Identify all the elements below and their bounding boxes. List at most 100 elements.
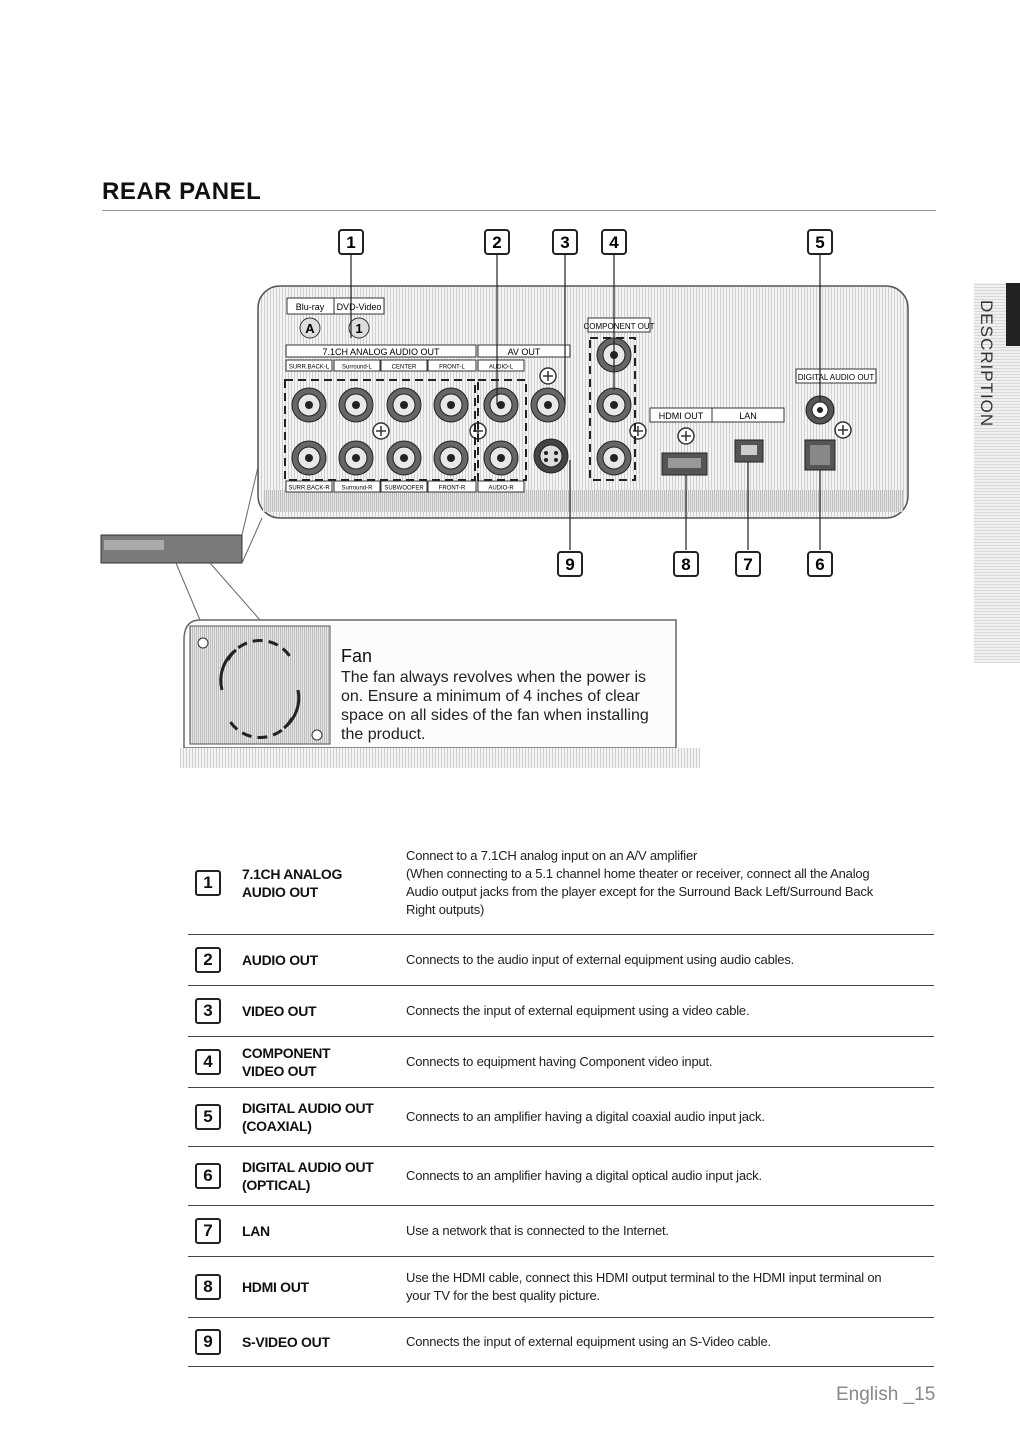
row-term: DIGITAL AUDIO OUT(OPTICAL) (242, 1158, 374, 1194)
page-title: REAR PANEL (102, 178, 262, 205)
analog-labels: 7.1CH ANALOG AUDIO OUT AV OUT SURR.BACK-… (285, 344, 571, 493)
jack-label-bottom: AUDIO-R (488, 486, 514, 492)
callout-box (338, 229, 364, 255)
rca-jack-pin (544, 401, 552, 409)
row-term-line: AUDIO OUT (242, 952, 318, 968)
row-description-line: Connects to an amplifier having a digita… (406, 1109, 765, 1124)
row-description-line: your TV for the best quality picture. (406, 1288, 600, 1303)
row-description: Connects to an amplifier having a digita… (406, 1167, 926, 1185)
row-description-line: Connect to a 7.1CH analog input on an A/… (406, 848, 698, 863)
row-number: 7 (195, 1218, 221, 1244)
row-term-line: HDMI OUT (242, 1279, 309, 1295)
rca-jack-pin (447, 401, 455, 409)
row-term-line: LAN (242, 1223, 270, 1239)
callout-number: 5 (815, 233, 824, 252)
row-description: Connects to an amplifier having a digita… (406, 1108, 926, 1126)
rca-jack-pin (610, 454, 618, 462)
row-term-line: DIGITAL AUDIO OUT (242, 1159, 374, 1175)
panel-label-hdmi: HDMI OUT (659, 411, 704, 421)
callout-number: 7 (743, 555, 752, 574)
row-description-line: Audio output jacks from the player excep… (406, 884, 874, 899)
rca-jack-pin (352, 454, 360, 462)
row-number: 4 (195, 1049, 221, 1075)
row-description-line: Connects to the audio input of external … (406, 952, 795, 967)
row-description: Use a network that is connected to the I… (406, 1222, 926, 1240)
jack-label-top: SURR.BACK-L (289, 365, 330, 371)
rca-jack-pin (400, 401, 408, 409)
row-number: 8 (195, 1274, 221, 1300)
row-description: Connects to the audio input of external … (406, 951, 926, 969)
row-term-line: (COAXIAL) (242, 1118, 312, 1134)
jack-label-top: FRONT-L (439, 365, 465, 371)
panel-label-dvd: DVD-Video (337, 302, 382, 312)
rca-jack-pin (497, 401, 505, 409)
ground-symbols (372, 367, 852, 445)
callout-box (735, 551, 761, 577)
table-row: 8 HDMI OUT Use the HDMI cable, connect thi… (188, 1257, 934, 1318)
jack-label-bottom: SURR.BACK-R (288, 486, 330, 492)
row-term-line: 7.1CH ANALOG (242, 866, 343, 882)
digital-audio-group: DIGITAL AUDIO OUT (795, 368, 877, 471)
callout-number: 9 (565, 555, 574, 574)
callout-number: 3 (560, 233, 569, 252)
callout-box (807, 229, 833, 255)
row-term: HDMI OUT (242, 1278, 309, 1296)
rca-jack-pin (610, 401, 618, 409)
table-row: 6 DIGITAL AUDIO OUT(OPTICAL) Connects to a… (188, 1147, 934, 1206)
row-number: 6 (195, 1163, 221, 1189)
panel-label-avout: AV OUT (508, 347, 541, 357)
component-out-group: COMPONENT OUT (584, 317, 655, 481)
panel-label-dig: DIGITAL AUDIO OUT (798, 373, 875, 382)
jack-label-bottom: Surround-R (341, 486, 373, 492)
jack-label-bottom: FRONT-R (439, 486, 466, 492)
row-number: 2 (195, 947, 221, 973)
panel-label-comp: COMPONENT OUT (584, 322, 655, 331)
fan-description: The fan always revolves when the power i… (341, 669, 649, 743)
panel-label-analog: 7.1CH ANALOG AUDIO OUT (322, 347, 440, 357)
panel-label-bluray: Blu-ray (296, 302, 325, 312)
row-term-line: AUDIO OUT (242, 884, 318, 900)
row-term-line: S-VIDEO OUT (242, 1334, 330, 1350)
row-description-line: Right outputs) (406, 902, 485, 917)
row-description-line: (When connecting to a 5.1 channel home t… (406, 866, 870, 881)
callout-box (673, 551, 699, 577)
section-tab-marker (1006, 283, 1020, 346)
rca-jacks (291, 337, 632, 476)
panel-label-reg1: 1 (355, 321, 362, 336)
rca-jack-pin (447, 454, 455, 462)
row-term: AUDIO OUT (242, 951, 318, 969)
region-labels: Blu-ray DVD-Video A 1 (286, 297, 385, 339)
callout-number: 2 (492, 233, 501, 252)
row-description-line: Connects to an amplifier having a digita… (406, 1168, 762, 1183)
callout-leaders (350, 255, 821, 550)
row-term-line: COMPONENT (242, 1045, 331, 1061)
row-number: 5 (195, 1104, 221, 1130)
callout-box (552, 229, 578, 255)
jack-label-top: Surround-L (342, 365, 373, 371)
row-term-line: VIDEO OUT (242, 1003, 317, 1019)
title-divider (102, 210, 936, 211)
row-description-line: Use the HDMI cable, connect this HDMI ou… (406, 1270, 882, 1285)
row-description: Connects the input of external equipment… (406, 1002, 926, 1020)
row-term: S-VIDEO OUT (242, 1333, 330, 1351)
jack-label-bottom: SUBWOOFER (384, 486, 424, 492)
jack-label-top: CENTER (392, 365, 417, 371)
table-row: 7 LAN Use a network that is connected to t… (188, 1206, 934, 1257)
row-description: Connects to equipment having Component v… (406, 1053, 926, 1071)
player-thumbnail (100, 449, 263, 621)
rca-jack-pin (400, 454, 408, 462)
callout-box (484, 229, 510, 255)
panel-label-rega: A (305, 321, 315, 336)
row-description: Connect to a 7.1CH analog input on an A/… (406, 847, 926, 919)
rca-jack-pin (305, 401, 313, 409)
row-description: Use the HDMI cable, connect this HDMI ou… (406, 1269, 926, 1305)
rca-jack-pin (305, 454, 313, 462)
rca-jack-pin (497, 454, 505, 462)
callout-number: 1 (346, 233, 355, 252)
